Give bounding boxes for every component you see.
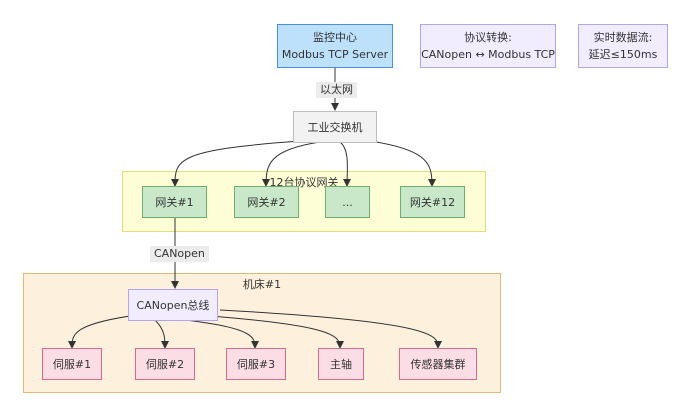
edge-canbus-servo1 xyxy=(68,315,131,349)
edge-canbus-sensors xyxy=(219,309,443,349)
gateway-label-12: 网关#12 xyxy=(409,195,456,209)
sensor-cluster-label: 传感器集群 xyxy=(410,357,466,371)
industrial-switch-node: 工业交换机 xyxy=(293,111,377,143)
edge-canbus-servo3 xyxy=(184,319,259,349)
canbus-label: CANopen总线 xyxy=(136,298,210,312)
sensor-cluster-node: 传感器集群 xyxy=(399,348,477,380)
realtime-stream-note: 实时数据流: 延迟≤150ms xyxy=(578,24,668,68)
monitor-title: 监控中心 xyxy=(313,31,357,44)
realtime-note-title: 实时数据流: xyxy=(593,31,653,44)
edge-label-ethernet: 以太网 xyxy=(316,82,357,98)
spindle-node: 主轴 xyxy=(318,348,364,380)
servo-node-1: 伺服#1 xyxy=(42,348,102,380)
switch-label: 工业交换机 xyxy=(307,120,363,134)
realtime-note-detail: 延迟≤150ms xyxy=(588,48,658,61)
edge-label-canopen: CANopen xyxy=(150,246,209,262)
edge-canbus-spindle xyxy=(209,315,344,349)
cluster-title-gateways: 12台协议网关 xyxy=(269,176,339,189)
gateway-label-ellipsis: ... xyxy=(342,195,353,209)
gateway-node-12: 网关#12 xyxy=(400,186,465,218)
spindle-label: 主轴 xyxy=(330,357,352,371)
cluster-title-machine: 机床#1 xyxy=(242,278,282,291)
protocol-note-detail: CANopen ↔ Modbus TCP xyxy=(421,48,555,61)
edge-canbus-servo2 xyxy=(154,319,169,349)
gateway-label-1: 网关#1 xyxy=(155,195,194,209)
gateway-node-ellipsis: ... xyxy=(325,186,370,218)
canopen-bus-node: CANopen总线 xyxy=(128,289,218,321)
monitor-center-node: 监控中心 Modbus TCP Server xyxy=(277,24,393,68)
gateway-label-2: 网关#2 xyxy=(247,195,286,209)
edge-switch-gw2 xyxy=(262,141,321,187)
servo-label-3: 伺服#3 xyxy=(236,357,276,371)
servo-label-2: 伺服#2 xyxy=(145,357,185,371)
servo-node-2: 伺服#2 xyxy=(135,348,195,380)
edge-switch-gw12 xyxy=(369,140,436,187)
edge-switch-gw-ellipsis xyxy=(339,141,352,187)
protocol-note-title: 协议转换: xyxy=(464,31,512,44)
monitor-subtitle: Modbus TCP Server xyxy=(281,48,389,61)
gateway-node-2: 网关#2 xyxy=(234,186,299,218)
servo-label-1: 伺服#1 xyxy=(52,357,92,371)
edge-switch-gw1 xyxy=(171,140,301,187)
gateway-node-1: 网关#1 xyxy=(142,186,207,218)
protocol-conversion-note: 协议转换: CANopen ↔ Modbus TCP xyxy=(420,24,556,68)
servo-node-3: 伺服#3 xyxy=(226,348,286,380)
